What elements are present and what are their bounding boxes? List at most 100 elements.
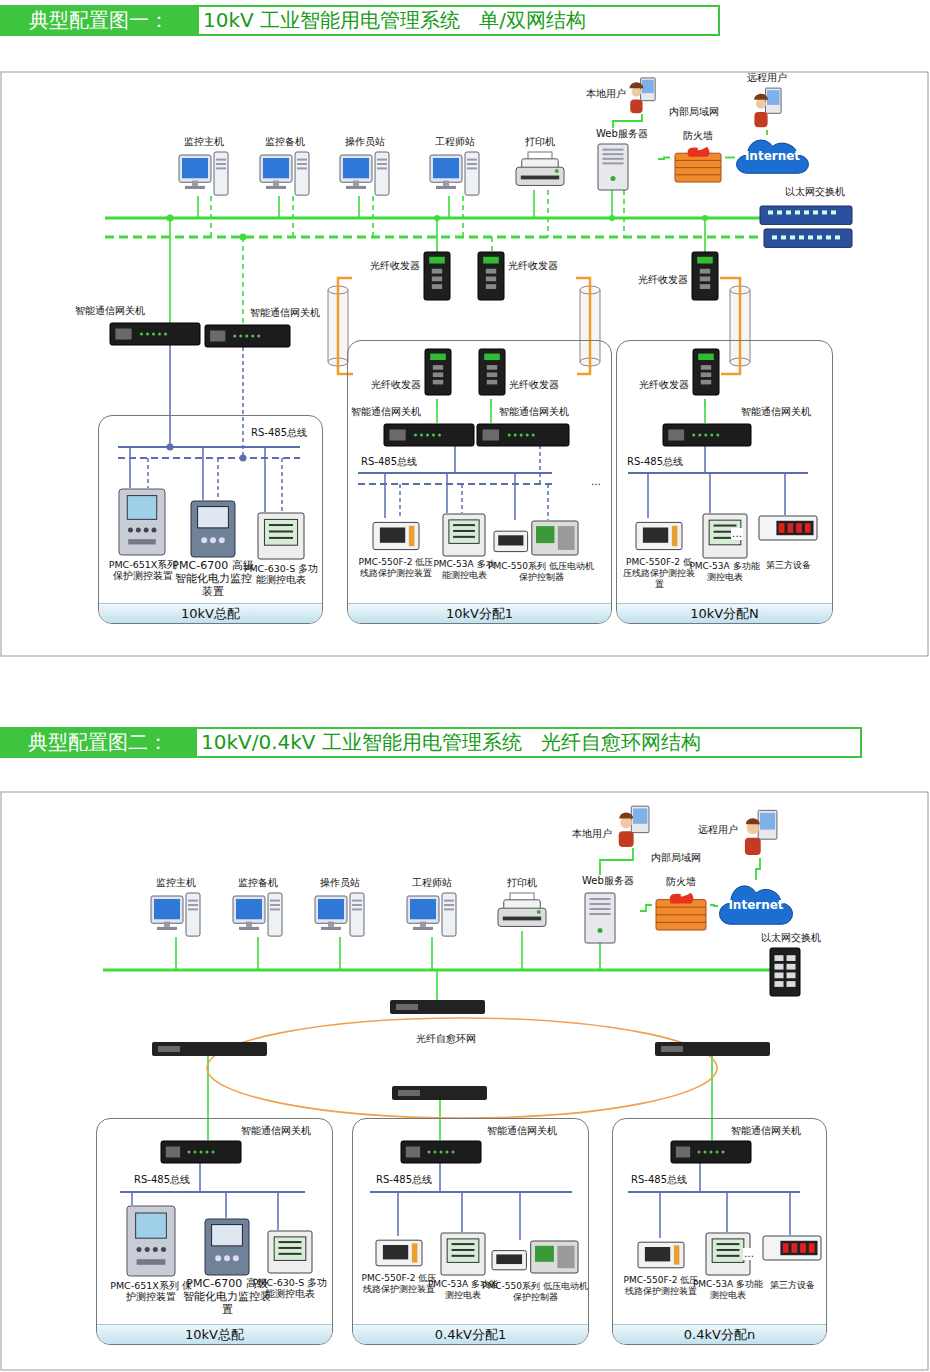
node-label: 监控备机: [222, 877, 294, 889]
device-icon: [671, 1141, 751, 1163]
ethernet-drop: [170, 190, 712, 1140]
figure-title: 典型配置图一：: [0, 5, 197, 36]
region-title: 10kV分配N: [617, 603, 832, 624]
node-label: 光纤收发器: [508, 260, 576, 272]
title-banner: 典型配置图一：10kV 工业智能用电管理系统 单/双网结构: [0, 5, 720, 37]
fiber-link: [576, 278, 590, 374]
node-label: 远程用户: [690, 824, 738, 836]
device-icon: [492, 1241, 578, 1273]
node-label: 第三方设备: [749, 560, 827, 571]
node-label: 工程师站: [419, 136, 491, 148]
internet-cloud: Internet: [718, 880, 794, 932]
fiber-tube: [328, 286, 750, 366]
gateway: 智能通信网关机: [351, 406, 477, 450]
device-icon: [477, 424, 569, 446]
annotation-label: …: [743, 1248, 755, 1260]
node-label: 以太网交换机: [760, 186, 870, 198]
node-label: PMC-53A 多功能测控电表: [691, 1279, 765, 1301]
line-protection-unit: PMC-550F-2 低压线路保护测控装置: [623, 1239, 699, 1325]
node-label: PMC-630-S 多功能测控电表: [241, 563, 321, 586]
node-label: 本地用户: [562, 828, 612, 840]
ring-switch: [158, 1046, 180, 1052]
rs485-dot: [167, 444, 247, 462]
motor-controller: PMC-550系列 低压电动机保护控制器: [481, 1241, 589, 1327]
device-icon: [258, 513, 304, 559]
ethernet-drop: [437, 405, 705, 423]
gateway: 智能通信网关机: [151, 1125, 326, 1167]
device-icon: [585, 893, 615, 943]
device-icon: [479, 349, 505, 395]
junction-dot: [609, 215, 615, 221]
node-label: PMC-550F-2 低压线路保护测控装置: [623, 557, 695, 589]
web-server: Web服务器: [582, 875, 640, 947]
device-icon: [742, 808, 778, 856]
user-terminal: 本地用户: [562, 804, 652, 848]
device-icon: [494, 521, 578, 555]
region-panel: 0.4kV分配n 智能通信网关机 PMC-550F-2 低压线路保护测控装置PMC-…: [612, 1118, 827, 1345]
line-protection-unit: PMC-550F-2 低压线路保护测控装置: [356, 519, 436, 601]
network-link: [640, 905, 652, 911]
rs485-bus: [118, 447, 808, 1192]
annotation-label: RS-485总线: [360, 456, 418, 468]
motor-controller: PMC-550系列 低压电动机保护控制器: [486, 521, 601, 605]
ring-switch: [392, 1086, 487, 1100]
line-protection-unit: PMC-550F-2 低压线路保护测控装置: [623, 519, 695, 601]
region-panel: 10kV总配PMC-651X系列 保护测控装置PMC-6700 高级智能化电力监…: [98, 415, 323, 624]
node-label: 光纤收发器: [621, 379, 689, 391]
ethernet-drop: [211, 190, 624, 325]
annotation-label: RS-485总线: [630, 1174, 688, 1186]
ring-switch: [398, 1090, 420, 1096]
frame: [1, 72, 928, 1370]
device-icon: [179, 152, 229, 196]
device-icon: [151, 893, 201, 937]
node-label: PMC-630-S 多功能测控电表: [251, 1277, 329, 1300]
node-label: 防火墙: [652, 876, 710, 888]
node-label: PMC-550F-2 低压线路保护测控装置: [623, 1275, 699, 1297]
region-title: 10kV分配1: [348, 603, 611, 624]
node-label: PMC-6700 高级智能化电力监控装置: [171, 559, 255, 599]
node-label: 以太网交换机: [755, 932, 827, 944]
multifunction-meter: PMC-53A 多功能测控电表: [426, 1233, 500, 1309]
ring-switch: [152, 1000, 770, 1100]
figure-title: 10kV 工业智能用电管理系统 单/双网结构: [197, 5, 720, 36]
third-party-device: 第三方设备: [756, 1236, 827, 1298]
rs485-dot: [240, 455, 247, 462]
firewall: 防火墙: [670, 130, 725, 185]
third-party-device: 第三方设备: [749, 516, 827, 576]
node-label: 智能通信网关机: [75, 305, 165, 317]
fiber-transceiver: 光纤收发器: [477, 349, 577, 399]
gateway: 智能通信网关机: [671, 1125, 827, 1167]
device-icon: [478, 252, 504, 300]
device-icon: [161, 1141, 241, 1163]
internet-cloud: Internet: [735, 135, 810, 180]
node-label: Internet: [718, 898, 794, 912]
ring-switch: [396, 1004, 418, 1010]
device-icon: [268, 1231, 312, 1273]
annotation-label: 内部局域网: [650, 852, 702, 864]
figure-title: 典型配置图二：: [0, 727, 195, 758]
protection-relay: PMC-651X系列 保护测控装置: [109, 1206, 193, 1318]
workstation: 监控备机: [222, 877, 294, 941]
node-label: 智能通信网关机: [499, 406, 577, 418]
network-link: [725, 157, 735, 159]
node-label: 本地用户: [578, 88, 626, 100]
figure-title: 10kV/0.4kV 工业智能用电管理系统 光纤自愈环网结构: [195, 727, 862, 758]
region-title: 0.4kV分配n: [613, 1324, 826, 1345]
workstation: 工程师站: [419, 136, 491, 200]
region-title: 10kV总配: [99, 603, 322, 624]
device-icon: [376, 1237, 422, 1269]
frame: [1, 792, 928, 1370]
rs485-bus: [118, 447, 808, 1192]
node-label: Web服务器: [596, 128, 658, 140]
junction-dot: [167, 215, 174, 222]
device-icon: [598, 144, 628, 190]
annotation-label: RS-485总线: [250, 427, 308, 439]
ring-switch: [390, 1000, 485, 1014]
ethernet-bus: [105, 236, 760, 239]
device-icon: [315, 893, 365, 937]
device-icon: [205, 325, 290, 347]
device-icon: [759, 516, 817, 540]
node-label: 智能通信网关机: [487, 1125, 575, 1137]
multifunction-meter: PMC-630-S 多功能测控电表: [241, 513, 321, 591]
network-link: [600, 848, 633, 875]
